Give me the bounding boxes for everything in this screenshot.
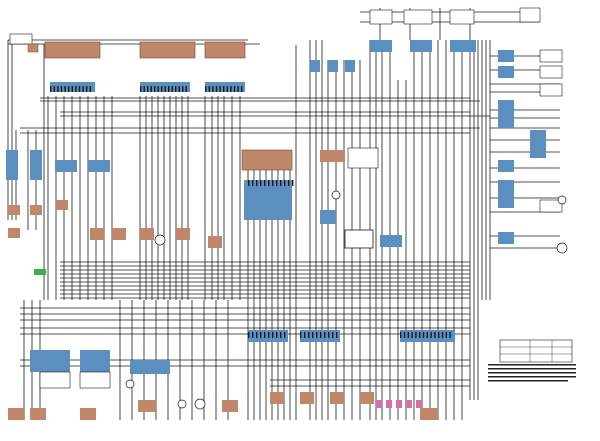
terminal-pin [82, 86, 84, 92]
terminal-pin [304, 332, 306, 338]
terminal-pin [248, 180, 250, 186]
terminal-pin [407, 332, 409, 338]
terminal-pin [252, 332, 254, 338]
wire-network [7, 8, 560, 420]
terminal-pin [219, 86, 221, 92]
terminal-pin [422, 332, 425, 338]
terminal-pin [226, 86, 228, 92]
terminal-pin [248, 332, 250, 338]
terminal-pin [272, 332, 274, 338]
terminal-pin [264, 180, 266, 186]
terminal-pin [430, 332, 432, 338]
terminal-pin [140, 86, 142, 92]
terminal-pin [256, 180, 258, 186]
terminal-pin [215, 86, 218, 92]
terminal-pin [276, 180, 278, 186]
terminal-pin [308, 332, 310, 338]
terminal-pin [256, 332, 258, 338]
terminal-pin [400, 332, 402, 338]
terminal-pin [268, 180, 270, 186]
terminal-pin [175, 86, 177, 92]
terminal-pin [71, 86, 73, 92]
terminal-pin [57, 86, 59, 92]
terminal-pin [426, 332, 428, 338]
terminal-pin [320, 332, 322, 338]
terminal-ticks [50, 86, 451, 338]
terminal-pin [64, 86, 66, 92]
terminal-pin [50, 86, 52, 92]
terminal-pin [75, 86, 77, 92]
terminal-pin [241, 86, 243, 92]
terminal-pin [260, 180, 262, 186]
terminal-pin [292, 180, 294, 186]
terminal-pin [268, 332, 270, 338]
terminal-pin [324, 332, 326, 338]
terminal-pin [60, 86, 63, 92]
terminal-pin [272, 180, 274, 186]
terminal-pin [336, 332, 338, 338]
terminal-pin [284, 332, 286, 338]
terminal-pin [233, 86, 236, 92]
terminal-pin [403, 332, 406, 338]
terminal-pin [161, 86, 163, 92]
terminal-pin [276, 332, 278, 338]
terminal-pin [143, 86, 145, 92]
notes-block [488, 364, 576, 382]
terminal-pin [208, 86, 210, 92]
terminal-pin [415, 332, 417, 338]
terminal-pin [178, 86, 180, 92]
terminal-pin [168, 86, 170, 92]
terminal-pin [182, 86, 184, 92]
terminal-pin [89, 86, 91, 92]
terminal-pin [185, 86, 187, 92]
terminal-pin [78, 86, 81, 92]
terminal-pin [264, 332, 266, 338]
terminal-pin [230, 86, 232, 92]
terminal-pin [223, 86, 225, 92]
terminal-pin [237, 86, 239, 92]
terminal-pin [449, 332, 451, 338]
terminal-pin [252, 180, 254, 186]
terminal-pin [280, 332, 282, 338]
connector-blocks [6, 7, 573, 420]
terminal-pin [171, 86, 173, 92]
terminal-pin [284, 180, 286, 186]
terminal-pin [164, 86, 166, 92]
terminal-pin [316, 332, 318, 338]
terminal-pin [205, 86, 207, 92]
terminal-pin [154, 86, 156, 92]
terminal-pin [312, 332, 314, 338]
terminal-pin [260, 332, 262, 338]
terminal-pin [438, 332, 440, 338]
terminal-pin [332, 332, 334, 338]
terminal-pin [53, 86, 55, 92]
terminal-pin [86, 86, 88, 92]
terminal-pin [300, 332, 302, 338]
terminal-pin [150, 86, 152, 92]
terminal-pin [419, 332, 421, 338]
terminal-pin [212, 86, 214, 92]
terminal-pin [157, 86, 159, 92]
terminal-pin [288, 180, 290, 186]
terminal-pin [441, 332, 444, 338]
terminal-pin [68, 86, 70, 92]
terminal-pin [147, 86, 149, 92]
terminal-pin [445, 332, 447, 338]
terminal-pin [411, 332, 413, 338]
terminal-pin [434, 332, 436, 338]
terminal-pin [280, 180, 282, 186]
terminal-pin [328, 332, 330, 338]
